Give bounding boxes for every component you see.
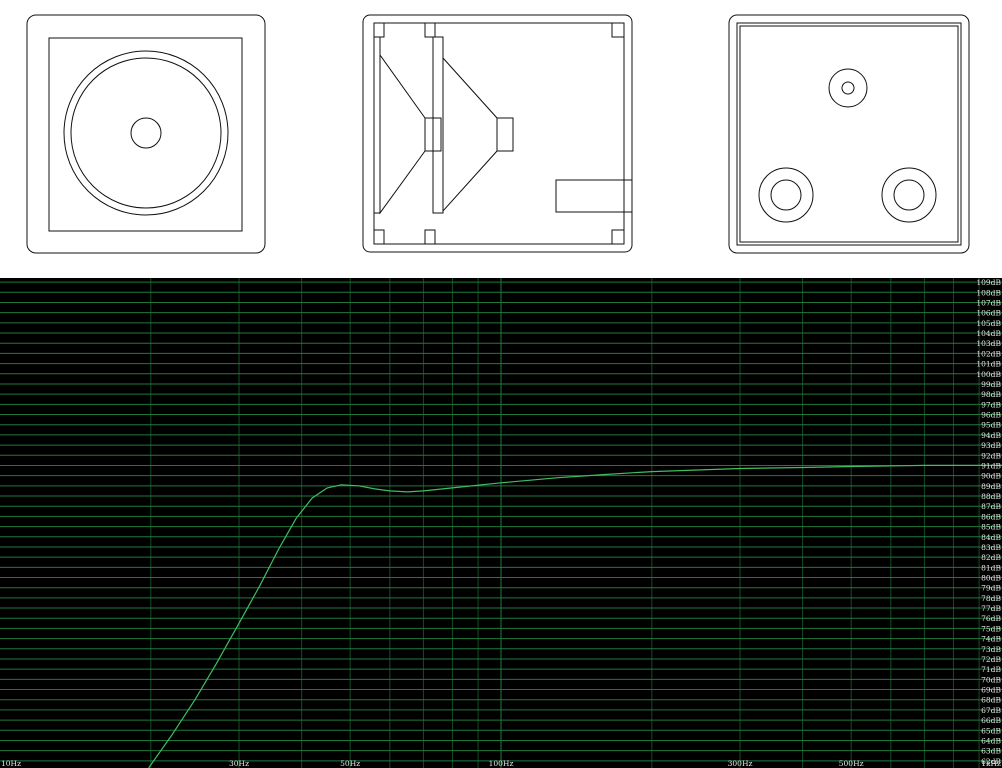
y-tick-label: 98dB xyxy=(981,390,1001,399)
rear-view xyxy=(728,14,970,254)
x-axis-labels: 10Hz 30Hz 50Hz 100Hz 300Hz 500Hz 1kHz xyxy=(1,759,1001,768)
y-tick-label: 106dB xyxy=(976,309,1001,318)
grid-minor-x xyxy=(150,278,980,768)
x-tick-label: 300Hz xyxy=(728,759,753,768)
x-tick-label: 100Hz xyxy=(489,759,514,768)
x-tick-label: 10Hz xyxy=(1,759,21,768)
cross-section-outer-frame xyxy=(362,14,633,253)
y-tick-label: 72dB xyxy=(981,655,1001,664)
y-tick-label: 95dB xyxy=(981,421,1001,430)
y-tick-label: 91dB xyxy=(981,461,1001,470)
front-view-dust-cap xyxy=(130,117,162,149)
corner-block xyxy=(373,229,385,245)
rear-view-panel-inner xyxy=(739,25,959,243)
y-tick-label: 62dB xyxy=(981,757,1001,766)
front-view-baffle xyxy=(48,37,243,232)
y-tick-label: 67dB xyxy=(981,706,1001,715)
y-tick-label: 99dB xyxy=(981,380,1001,389)
terminal-block xyxy=(555,179,633,213)
y-tick-label: 84dB xyxy=(981,533,1001,542)
rear-view-small-port-core xyxy=(841,81,855,95)
rear-view-small-port xyxy=(828,68,868,108)
y-tick-label: 87dB xyxy=(981,502,1001,511)
y-tick-label: 64dB xyxy=(981,736,1001,745)
y-tick-label: 93dB xyxy=(981,441,1001,450)
y-tick-label: 100dB xyxy=(976,370,1001,379)
y-tick-label: 97dB xyxy=(981,400,1001,409)
y-tick-label: 76dB xyxy=(981,614,1001,623)
y-tick-label: 70dB xyxy=(981,675,1001,684)
y-tick-label: 83dB xyxy=(981,543,1001,552)
y-tick-label: 68dB xyxy=(981,696,1001,705)
y-tick-label: 86dB xyxy=(981,512,1001,521)
front-view-driver-surround xyxy=(63,50,229,216)
y-tick-label: 96dB xyxy=(981,411,1001,420)
curve-layer xyxy=(148,464,1002,768)
y-tick-label: 94dB xyxy=(981,431,1001,440)
rear-view-right-port xyxy=(881,167,937,223)
rear-view-panel xyxy=(736,22,962,246)
front-view xyxy=(26,14,266,254)
y-tick-label: 101dB xyxy=(976,360,1001,369)
x-tick-label: 30Hz xyxy=(229,759,249,768)
rear-view-outer-frame xyxy=(728,14,970,254)
y-tick-label: 82dB xyxy=(981,553,1001,562)
rear-view-left-port xyxy=(758,167,814,223)
y-tick-label: 71dB xyxy=(981,665,1001,674)
driver-two-cone xyxy=(442,56,498,213)
front-view-outer-frame xyxy=(26,14,266,254)
cross-section-view xyxy=(362,14,633,253)
enclosure-drawings xyxy=(0,0,1002,278)
corner-block xyxy=(424,22,436,38)
y-tick-label: 65dB xyxy=(981,726,1001,735)
front-baffle xyxy=(373,36,381,214)
y-tick-label: 77dB xyxy=(981,604,1001,613)
corner-block xyxy=(611,22,625,38)
y-tick-label: 107dB xyxy=(976,298,1001,307)
y-tick-label: 81dB xyxy=(981,563,1001,572)
driver-two-magnet xyxy=(496,117,514,152)
y-tick-label: 102dB xyxy=(976,349,1001,358)
x-tick-label: 50Hz xyxy=(340,759,360,768)
corner-block xyxy=(424,229,436,245)
y-tick-label: 74dB xyxy=(981,635,1001,644)
y-tick-label: 109dB xyxy=(976,278,1001,287)
front-view-driver-cone xyxy=(70,57,222,209)
y-tick-label: 78dB xyxy=(981,594,1001,603)
rear-view-left-port-core xyxy=(770,179,802,211)
y-tick-label: 104dB xyxy=(976,329,1001,338)
x-tick-label: 500Hz xyxy=(839,759,864,768)
y-tick-label: 80dB xyxy=(981,574,1001,583)
driver-one-magnet xyxy=(424,117,442,152)
y-tick-label: 73dB xyxy=(981,645,1001,654)
driver-one-cone xyxy=(379,53,426,215)
y-tick-label: 88dB xyxy=(981,492,1001,501)
y-tick-label: 63dB xyxy=(981,747,1001,756)
y-tick-label: 103dB xyxy=(976,339,1001,348)
y-tick-label: 92dB xyxy=(981,451,1001,460)
x-tick-label: 1kHz xyxy=(981,759,1001,768)
y-tick-label: 105dB xyxy=(976,319,1001,328)
y-tick-label: 108dB xyxy=(976,288,1001,297)
response-curve xyxy=(148,464,1002,768)
corner-block xyxy=(373,22,385,38)
y-tick-label: 90dB xyxy=(981,472,1001,481)
y-tick-label: 79dB xyxy=(981,584,1001,593)
y-tick-label: 75dB xyxy=(981,624,1001,633)
y-tick-label: 85dB xyxy=(981,523,1001,532)
corner-block xyxy=(611,229,625,245)
y-tick-label: 69dB xyxy=(981,686,1001,695)
enclosure-drawings-svg xyxy=(26,14,970,254)
rear-view-right-port-core xyxy=(893,179,925,211)
y-tick-label: 89dB xyxy=(981,482,1001,491)
y-tick-label: 66dB xyxy=(981,716,1001,725)
